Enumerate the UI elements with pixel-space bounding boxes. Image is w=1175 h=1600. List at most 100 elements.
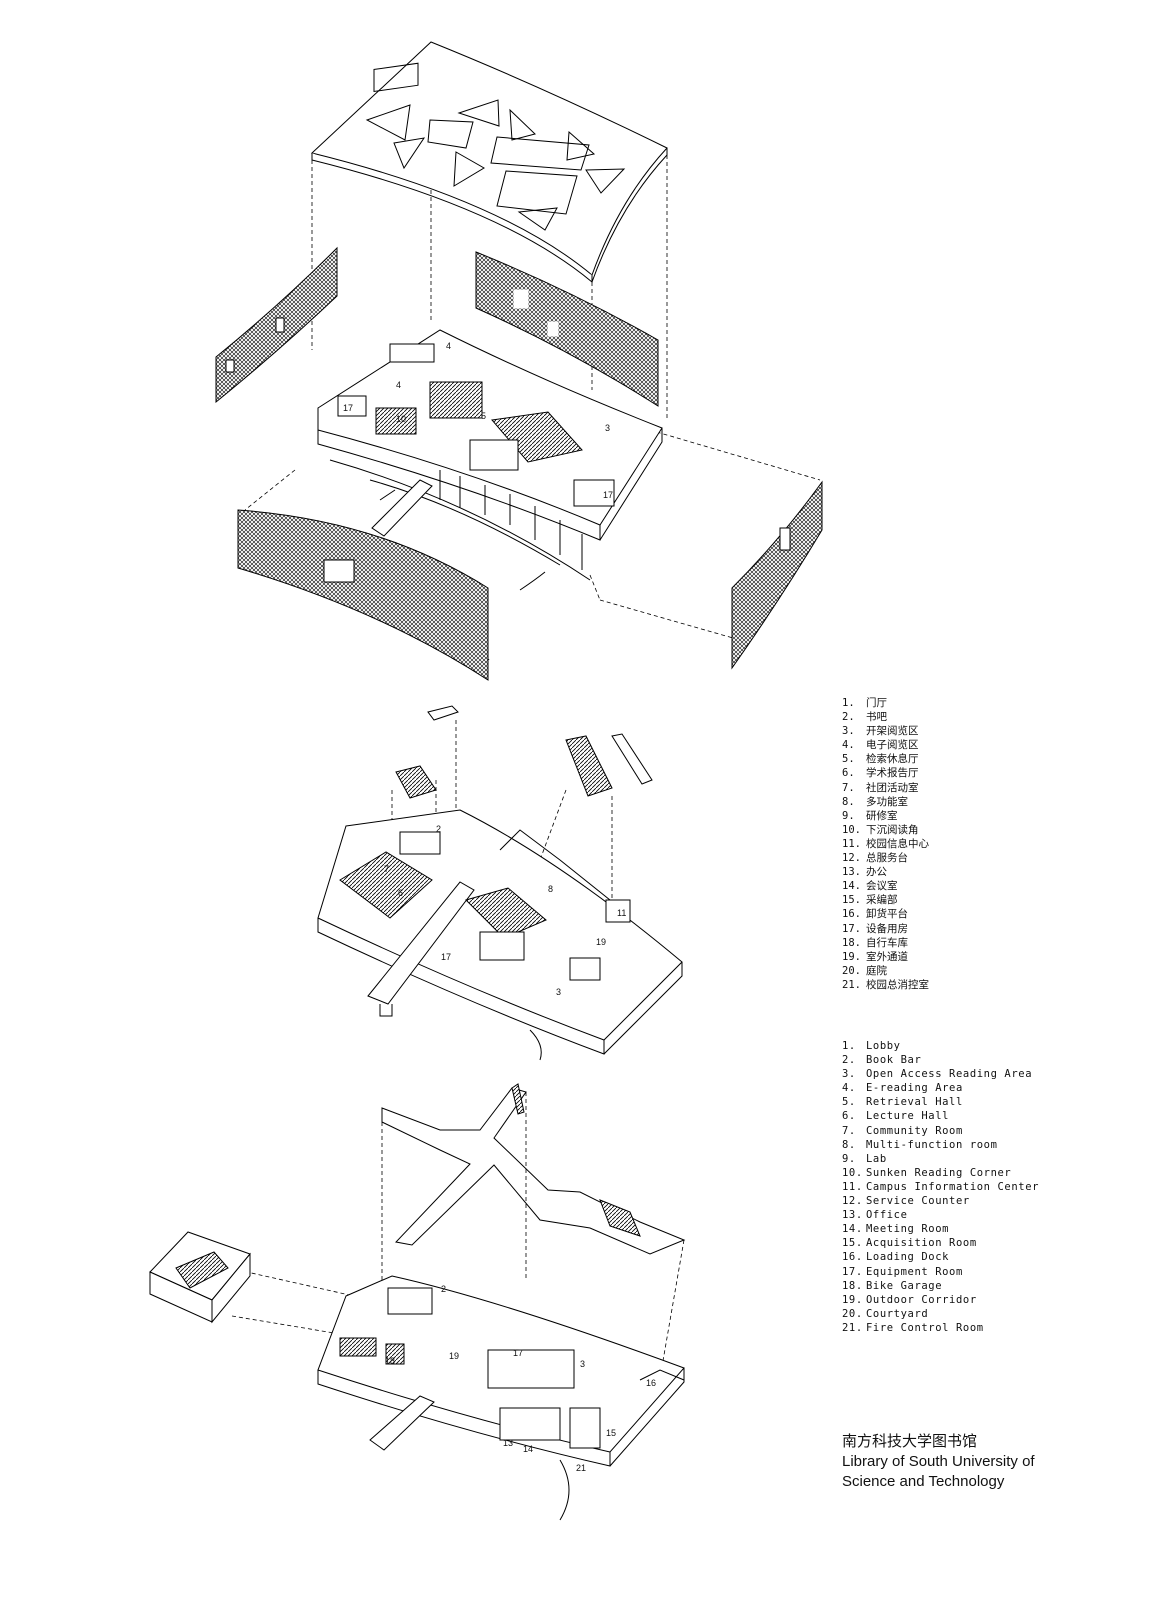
legend-label: 开架阅览区	[866, 725, 919, 738]
legend-number: 8.	[842, 1138, 856, 1151]
legend-label: 采编部	[866, 894, 898, 907]
legend-number: 5.	[842, 753, 855, 766]
legend-number: 12.	[842, 1195, 863, 1208]
label-3: 3	[556, 987, 561, 997]
legend-item: 7.Community Room	[842, 1124, 1039, 1138]
legend-label: 学术报告厅	[866, 767, 919, 780]
legend-number: 14.	[842, 1223, 863, 1236]
legend-label: Retrieval Hall	[866, 1096, 963, 1109]
label-11: 11	[617, 908, 626, 918]
legend-number: 11.	[842, 1180, 863, 1193]
top-axonometric: 4 4 17 10 5 3 17	[215, 41, 823, 681]
legend-number: 20.	[842, 964, 861, 977]
legend-number: 18.	[842, 1279, 863, 1292]
legend-item: 20. 庭院	[842, 964, 929, 978]
legend-label: Book Bar	[866, 1054, 922, 1067]
legend-label: Lecture Hall	[866, 1110, 950, 1123]
legend-number: 2.	[842, 1054, 856, 1067]
label-17b: 17	[603, 490, 613, 500]
caption: 南方科技大学图书馆 Library of South University of…	[842, 1432, 1035, 1492]
legend-label: 校园总消控室	[866, 978, 929, 991]
legend-number: 5.	[842, 1096, 856, 1109]
wall-front-right	[731, 480, 823, 670]
legend-label: 庭院	[866, 964, 887, 977]
legend-number: 16.	[842, 1251, 863, 1264]
legend-number: 8.	[842, 795, 855, 808]
legend-number: 1.	[842, 1040, 856, 1052]
label-17: 17	[513, 1348, 523, 1358]
legend-label: Sunken Reading Corner	[866, 1166, 1012, 1179]
label-17: 17	[441, 952, 451, 962]
legend-label: 社团活动室	[866, 781, 919, 794]
legend-item: 10. 下沉阅读角	[842, 823, 929, 837]
legend-number: 10.	[842, 823, 861, 836]
legend-item: 14.会议室	[842, 879, 929, 893]
legend-number: 3.	[842, 725, 855, 738]
legend-label: 检索休息厅	[866, 753, 919, 766]
legend-label: 自行车库	[866, 936, 908, 949]
label-18: 18	[385, 1356, 395, 1366]
middle-axonometric: 2 7 6 8 11 19 17 3	[317, 705, 683, 1061]
legend-number: 2.	[842, 711, 855, 724]
legend-number: 4.	[842, 739, 855, 752]
legend-number: 15.	[842, 894, 861, 907]
legend-label: Lobby	[866, 1040, 901, 1052]
legend-label: 室外通道	[866, 950, 908, 963]
legend-number: 20.	[842, 1307, 863, 1320]
legend-item: 19.Outdoor Corridor	[842, 1293, 1039, 1307]
legend-label: Campus Information Center	[866, 1180, 1040, 1193]
label-3: 3	[580, 1359, 585, 1369]
wall-front-left	[237, 509, 489, 681]
label-5: 5	[481, 411, 486, 421]
legend-label: 校园信息中心	[866, 837, 929, 850]
label-17a: 17	[343, 403, 353, 413]
legend-label: 总服务台	[866, 852, 908, 865]
label-8: 8	[548, 884, 553, 894]
legend-number: 11.	[842, 837, 861, 850]
legend-label: Service Counter	[866, 1195, 970, 1208]
roof-slab	[310, 41, 668, 284]
legend-number: 13.	[842, 866, 861, 879]
legend-label: 门厅	[866, 697, 887, 709]
legend-number: 16.	[842, 908, 861, 921]
legend-label: Outdoor Corridor	[866, 1293, 977, 1306]
legend-number: 15.	[842, 1237, 863, 1250]
legend-label: E-reading Area	[866, 1082, 963, 1095]
legend-number: 12.	[842, 852, 861, 865]
legend-label: Open Access Reading Area	[866, 1068, 1033, 1081]
legend-item: 8.多功能室	[842, 795, 929, 809]
legend-item: 1. Lobby	[842, 1039, 1039, 1053]
legend-item: 18.Bike Garage	[842, 1279, 1039, 1293]
legend-item: 1.门厅	[842, 696, 929, 710]
label-2: 2	[436, 824, 441, 834]
legend-item: 17. 设备用房	[842, 922, 929, 936]
legend-item: 5. 检索休息厅	[842, 752, 929, 766]
legend-number: 13.	[842, 1209, 863, 1222]
label-4b: 4	[396, 380, 401, 390]
legend-number: 9.	[842, 809, 855, 822]
legend-item: 5. Retrieval Hall	[842, 1095, 1039, 1109]
bottom-axonometric: 2 18 19 17 3 16 15 13 14 21	[149, 1083, 686, 1521]
label-15: 15	[606, 1428, 616, 1438]
legend-number: 21.	[842, 978, 861, 991]
legend-item: 13.Office	[842, 1208, 1039, 1222]
label-10: 10	[396, 414, 406, 424]
legend-number: 4.	[842, 1082, 856, 1095]
columns	[439, 470, 583, 570]
legend-number: 9.	[842, 1152, 856, 1165]
legend-number: 6.	[842, 767, 855, 780]
legend-item: 9.研修室	[842, 809, 929, 823]
legend-item: 15. 采编部	[842, 893, 929, 907]
legend-label: Fire Control Room	[866, 1321, 984, 1334]
legend-label: 设备用房	[866, 922, 908, 935]
legend-label: 卸货平台	[866, 908, 908, 921]
legend-label: 下沉阅读角	[866, 823, 919, 836]
legend-number: 17.	[842, 922, 861, 935]
legend-number: 6.	[842, 1110, 856, 1123]
legend-number: 21.	[842, 1321, 863, 1334]
legend-item: 12. 总服务台	[842, 851, 929, 865]
legend-item: 8.Multi-function room	[842, 1138, 1039, 1152]
